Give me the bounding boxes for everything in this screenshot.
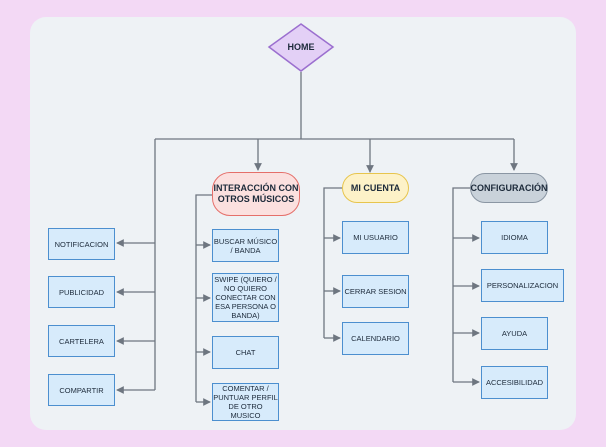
item-swipe: SWIPE (quiero / no quiero conectar con e… — [212, 273, 279, 322]
branch-interaccion: INTERACCIÓN CON OTROS MÚSICOS — [212, 172, 300, 216]
left-item-notificacion: NOTIFICACION — [48, 228, 115, 260]
left-item-publicidad: PUBLICIDAD — [48, 276, 115, 308]
branch-configuracion: CONFIGURACIÓN — [470, 173, 548, 203]
home-diamond — [267, 23, 335, 72]
item-cerrar-sesion: CERRAR SESION — [342, 275, 409, 308]
item-comentar-puntuar: COMENTAR / PUNTUAR PERFIL DE OTRO MUSICO — [212, 383, 279, 421]
item-chat: CHAT — [212, 336, 279, 369]
item-buscar-musico: BUSCAR MÚSICO / BANDA — [212, 229, 279, 262]
left-item-cartelera: CARTELERA — [48, 325, 115, 357]
left-item-compartir: COMPARTIR — [48, 374, 115, 406]
item-ayuda: AYUDA — [481, 317, 548, 350]
item-idioma: IDIOMA — [481, 221, 548, 254]
branch-mi-cuenta: MI CUENTA — [342, 173, 409, 203]
item-accesibilidad: ACCESIBILIDAD — [481, 366, 548, 399]
item-calendario: CALENDARIO — [342, 322, 409, 355]
item-personalizacion: PERSONALIZACION — [481, 269, 564, 302]
item-mi-usuario: MI USUARIO — [342, 221, 409, 254]
home-label: HOME — [287, 42, 315, 52]
